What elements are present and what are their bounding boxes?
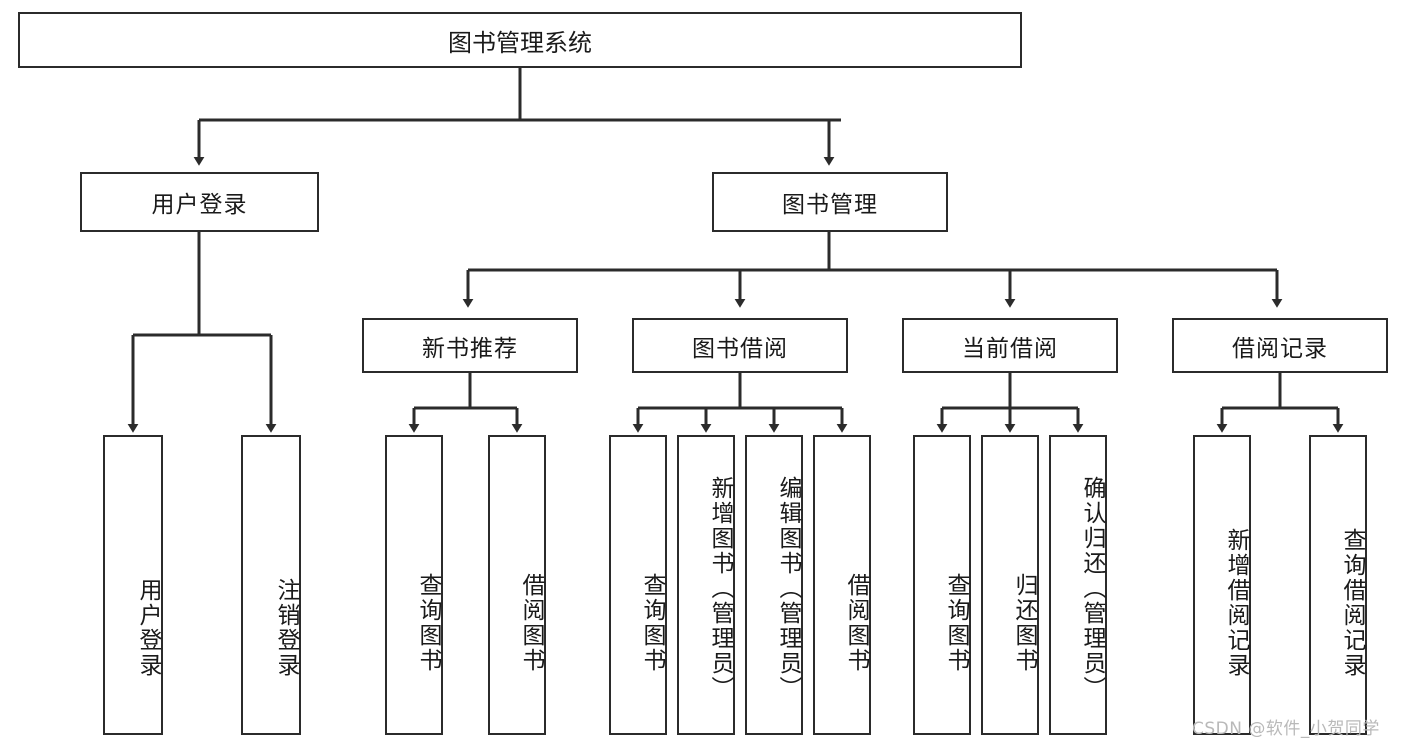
watermark-text: CSDN @软件_小贺同学 xyxy=(1192,719,1380,739)
node-label: 编辑图书（管理员） xyxy=(775,475,801,701)
node-label: 确认归还（管理员） xyxy=(1079,475,1105,701)
node-label: 当前借阅 xyxy=(962,335,1058,362)
node-leaf-return-book[interactable]: 归还图书 xyxy=(981,435,1039,735)
node-label: 借阅图书 xyxy=(843,572,869,673)
node-label: 查询图书 xyxy=(639,572,665,673)
node-book-borrow[interactable]: 图书借阅 xyxy=(632,318,848,373)
node-leaf-query-book-3[interactable]: 查询图书 xyxy=(913,435,971,735)
node-label: 注销登录 xyxy=(273,577,299,678)
node-label: 图书管理系统 xyxy=(448,28,592,57)
node-label: 新增图书（管理员） xyxy=(707,475,733,701)
node-leaf-query-borrow-record[interactable]: 查询借阅记录 xyxy=(1309,435,1367,735)
node-leaf-query-book-1[interactable]: 查询图书 xyxy=(385,435,443,735)
node-leaf-confirm-return-admin[interactable]: 确认归还（管理员） xyxy=(1049,435,1107,735)
node-leaf-borrow-book-2[interactable]: 借阅图书 xyxy=(813,435,871,735)
node-label: 新增借阅记录 xyxy=(1223,527,1249,678)
node-leaf-user-login[interactable]: 用户登录 xyxy=(103,435,163,735)
node-label: 用户登录 xyxy=(151,192,248,218)
node-root-book-management-system[interactable]: 图书管理系统 xyxy=(18,12,1022,68)
node-label: 归还图书 xyxy=(1011,572,1037,673)
node-label: 查询借阅记录 xyxy=(1339,527,1365,678)
node-leaf-add-book-admin[interactable]: 新增图书（管理员） xyxy=(677,435,735,735)
node-label: 查询图书 xyxy=(415,572,441,673)
node-leaf-borrow-book-1[interactable]: 借阅图书 xyxy=(488,435,546,735)
node-leaf-edit-book-admin[interactable]: 编辑图书（管理员） xyxy=(745,435,803,735)
node-new-book-recommend[interactable]: 新书推荐 xyxy=(362,318,578,373)
node-leaf-user-logout[interactable]: 注销登录 xyxy=(241,435,301,735)
node-leaf-add-borrow-record[interactable]: 新增借阅记录 xyxy=(1193,435,1251,735)
node-current-borrow[interactable]: 当前借阅 xyxy=(902,318,1118,373)
node-label: 图书借阅 xyxy=(692,335,788,362)
node-label: 查询图书 xyxy=(943,572,969,673)
node-label: 新书推荐 xyxy=(422,335,518,362)
node-leaf-query-book-2[interactable]: 查询图书 xyxy=(609,435,667,735)
node-user-login[interactable]: 用户登录 xyxy=(80,172,319,232)
node-borrow-record[interactable]: 借阅记录 xyxy=(1172,318,1388,373)
node-label: 借阅记录 xyxy=(1232,335,1328,362)
node-label: 图书管理 xyxy=(782,192,878,218)
node-label: 借阅图书 xyxy=(518,572,544,673)
node-book-management[interactable]: 图书管理 xyxy=(712,172,948,232)
node-label: 用户登录 xyxy=(135,577,161,678)
